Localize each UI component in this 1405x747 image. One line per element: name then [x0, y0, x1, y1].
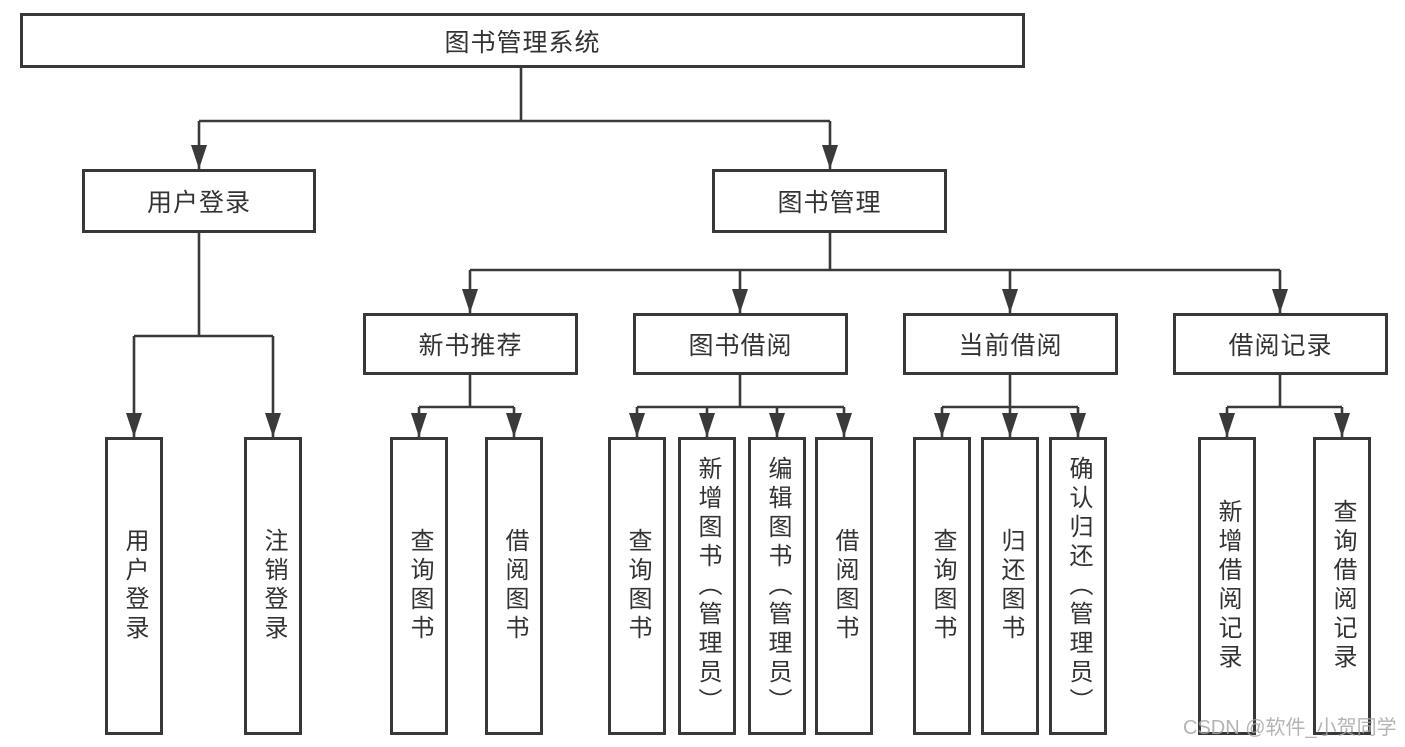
watermark: CSDN @软件_小贺同学 — [1183, 717, 1397, 739]
node-new-book-recommend: 新书推荐 — [363, 313, 578, 375]
leaf-add-book-admin-label: 新增图书（管理员） — [694, 455, 721, 717]
leaf-query-borrow-record: 查询借阅记录 — [1313, 437, 1371, 735]
node-book-borrow-label: 图书借阅 — [688, 332, 793, 360]
leaf-logout: 注销登录 — [244, 437, 302, 735]
leaf-user-login: 用户登录 — [105, 437, 163, 735]
node-user-login: 用户登录 — [82, 169, 316, 233]
node-user-login-label: 用户登录 — [146, 189, 251, 217]
leaf-query-borrow-record-label: 查询借阅记录 — [1329, 499, 1356, 673]
node-root: 图书管理系统 — [20, 13, 1025, 68]
node-current-borrow-label: 当前借阅 — [958, 332, 1063, 360]
tree-edges — [132, 68, 1344, 437]
leaf-add-borrow-record-label: 新增借阅记录 — [1214, 499, 1241, 673]
arrowheads — [126, 145, 1350, 437]
leaf-add-borrow-record: 新增借阅记录 — [1198, 437, 1256, 735]
leaf-edit-book-admin: 编辑图书（管理员） — [748, 437, 806, 735]
leaf-query-books-borrow: 查询图书 — [608, 437, 666, 735]
leaf-logout-label: 注销登录 — [260, 528, 287, 644]
node-book-borrow: 图书借阅 — [633, 313, 848, 375]
leaf-user-login-label: 用户登录 — [121, 528, 148, 644]
node-current-borrow: 当前借阅 — [903, 313, 1118, 375]
node-borrow-records-label: 借阅记录 — [1228, 332, 1333, 360]
leaf-query-books-recommend-label: 查询图书 — [406, 528, 433, 644]
leaf-query-books-recommend: 查询图书 — [390, 437, 448, 735]
node-borrow-records: 借阅记录 — [1173, 313, 1388, 375]
leaf-borrow-books-recommend-label: 借阅图书 — [501, 528, 528, 644]
leaf-query-books-borrow-label: 查询图书 — [624, 528, 651, 644]
leaf-borrow-books: 借阅图书 — [815, 437, 873, 735]
node-root-label: 图书管理系统 — [444, 28, 601, 57]
leaf-confirm-return-admin-label: 确认归还（管理员） — [1065, 455, 1092, 717]
leaf-query-books-current-label: 查询图书 — [929, 528, 956, 644]
leaf-return-book: 归还图书 — [981, 437, 1039, 735]
leaf-return-book-label: 归还图书 — [997, 528, 1024, 644]
node-new-book-recommend-label: 新书推荐 — [418, 332, 523, 360]
node-book-management-label: 图书管理 — [777, 189, 882, 217]
leaf-confirm-return-admin: 确认归还（管理员） — [1049, 437, 1107, 735]
leaf-borrow-books-recommend: 借阅图书 — [485, 437, 543, 735]
node-book-management: 图书管理 — [712, 169, 947, 233]
leaf-add-book-admin: 新增图书（管理员） — [678, 437, 736, 735]
leaf-borrow-books-label: 借阅图书 — [831, 528, 858, 644]
leaf-edit-book-admin-label: 编辑图书（管理员） — [764, 455, 791, 717]
leaf-query-books-current: 查询图书 — [913, 437, 971, 735]
